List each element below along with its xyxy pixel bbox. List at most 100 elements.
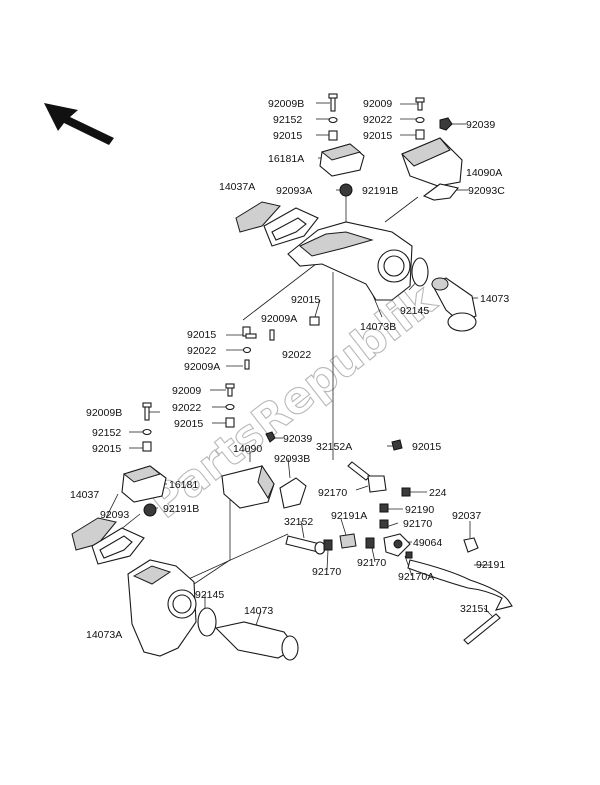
label-92191A: 92191A <box>331 510 367 522</box>
label-92039: 92039 <box>283 433 312 445</box>
label-92145: 92145 <box>400 305 429 317</box>
label-92093A: 92093A <box>276 185 312 197</box>
top-small-parts-left <box>242 316 320 370</box>
label-92170: 92170 <box>312 566 341 578</box>
front-direction-arrow <box>44 103 114 145</box>
bottom-washer-92022 <box>225 403 235 411</box>
bottom-duct-14073 <box>214 621 299 661</box>
label-92015: 92015 <box>174 418 203 430</box>
top-seal-92093C <box>422 183 459 201</box>
bottom-valve-49064 <box>383 533 411 557</box>
label-92015: 92015 <box>273 130 302 142</box>
bottom-clips <box>323 503 413 559</box>
top-cover-16181A <box>319 143 365 177</box>
bottom-pipe-32152A <box>347 461 387 493</box>
label-92015: 92015 <box>363 130 392 142</box>
label-92190: 92190 <box>405 504 434 516</box>
label-92093B: 92093B <box>274 453 310 465</box>
label-14073B: 14073B <box>360 321 396 333</box>
label-14073: 14073 <box>244 605 273 617</box>
top-collar-92015 <box>328 130 338 141</box>
label-92093: 92093 <box>100 509 129 521</box>
label-92170: 92170 <box>403 518 432 530</box>
label-92015: 92015 <box>291 294 320 306</box>
top-grommet-92039 <box>439 117 453 131</box>
label-92015: 92015 <box>412 441 441 453</box>
label-92170: 92170 <box>357 557 386 569</box>
top-washer-92152 <box>328 116 338 124</box>
label-92009: 92009 <box>363 98 392 110</box>
label-92191: 92191 <box>476 559 505 571</box>
label-92093C: 92093C <box>468 185 505 197</box>
bottom-grommet-92039 <box>265 431 276 443</box>
top-filter-14037A <box>235 201 281 233</box>
label-92015: 92015 <box>187 329 216 341</box>
label-92009B: 92009B <box>86 407 122 419</box>
label-92009A: 92009A <box>261 313 297 325</box>
bottom-collar-92015-c <box>391 439 403 451</box>
bottom-cover-16181 <box>121 465 167 503</box>
label-92022: 92022 <box>172 402 201 414</box>
top-bolt-92009B <box>328 93 338 112</box>
label-14037A: 14037A <box>219 181 255 193</box>
top-duct-14090A <box>401 137 463 187</box>
top-airbox-14073B <box>287 221 413 301</box>
label-224: 224 <box>429 487 447 499</box>
label-14090A: 14090A <box>466 167 502 179</box>
bottom-bolt-224 <box>401 487 411 497</box>
label-16181: 16181 <box>169 479 198 491</box>
bottom-damper-92191B <box>143 503 157 517</box>
bottom-clamp-92145 <box>197 607 217 637</box>
label-92022: 92022 <box>187 345 216 357</box>
label-92170A: 92170A <box>398 571 434 583</box>
bottom-bolt-92009B <box>142 402 152 421</box>
bottom-bolt-92009 <box>225 383 235 397</box>
bottom-clamp-92037 <box>463 537 479 553</box>
label-92191B: 92191B <box>163 503 199 515</box>
top-duct-14073 <box>431 277 477 332</box>
label-16181A: 16181A <box>268 153 304 165</box>
bottom-duct-14090 <box>221 464 275 509</box>
bottom-hose-92191A <box>339 533 357 549</box>
label-92039: 92039 <box>466 119 495 131</box>
bottom-filter-14037 <box>71 517 117 551</box>
top-seal-92093A <box>263 207 319 247</box>
label-92152: 92152 <box>273 114 302 126</box>
top-collar-92015-b <box>415 129 425 140</box>
label-32151: 32151 <box>460 603 489 615</box>
label-92022: 92022 <box>363 114 392 126</box>
label-92009A: 92009A <box>184 361 220 373</box>
label-92152: 92152 <box>92 427 121 439</box>
label-92170: 92170 <box>318 487 347 499</box>
label-32152A: 32152A <box>316 441 352 453</box>
label-49064: 49064 <box>413 537 442 549</box>
top-clamp-92145 <box>411 257 429 287</box>
bottom-seal-92093 <box>91 527 145 565</box>
label-32152: 32152 <box>284 516 313 528</box>
bottom-pipe-32151 <box>463 613 501 645</box>
label-14090: 14090 <box>233 443 262 455</box>
bottom-washer-92152 <box>142 428 152 436</box>
label-92037: 92037 <box>452 510 481 522</box>
bottom-seal-92093B <box>279 477 307 509</box>
top-washer-92022 <box>415 116 425 124</box>
label-92022: 92022 <box>282 349 311 361</box>
label-92015: 92015 <box>92 443 121 455</box>
label-92145: 92145 <box>195 589 224 601</box>
top-part-labels: 92009B 92152 92015 16181A 92009 92022 92… <box>184 98 509 373</box>
bottom-part-labels: 92009 92009B 92022 92152 92015 92015 920… <box>70 385 505 641</box>
top-damper-92191B <box>339 183 353 197</box>
label-14037: 14037 <box>70 489 99 501</box>
bottom-collar-92015-b <box>225 417 235 428</box>
bottom-pipe-32152 <box>285 535 326 555</box>
label-14073A: 14073A <box>86 629 122 641</box>
bottom-hose-92191 <box>407 559 513 611</box>
bottom-collar-92015 <box>142 441 152 452</box>
bottom-airbox-14073A <box>127 559 197 657</box>
label-92009: 92009 <box>172 385 201 397</box>
label-92191B: 92191B <box>362 185 398 197</box>
top-bolt-92009 <box>415 97 425 111</box>
label-92009B: 92009B <box>268 98 304 110</box>
label-14073: 14073 <box>480 293 509 305</box>
